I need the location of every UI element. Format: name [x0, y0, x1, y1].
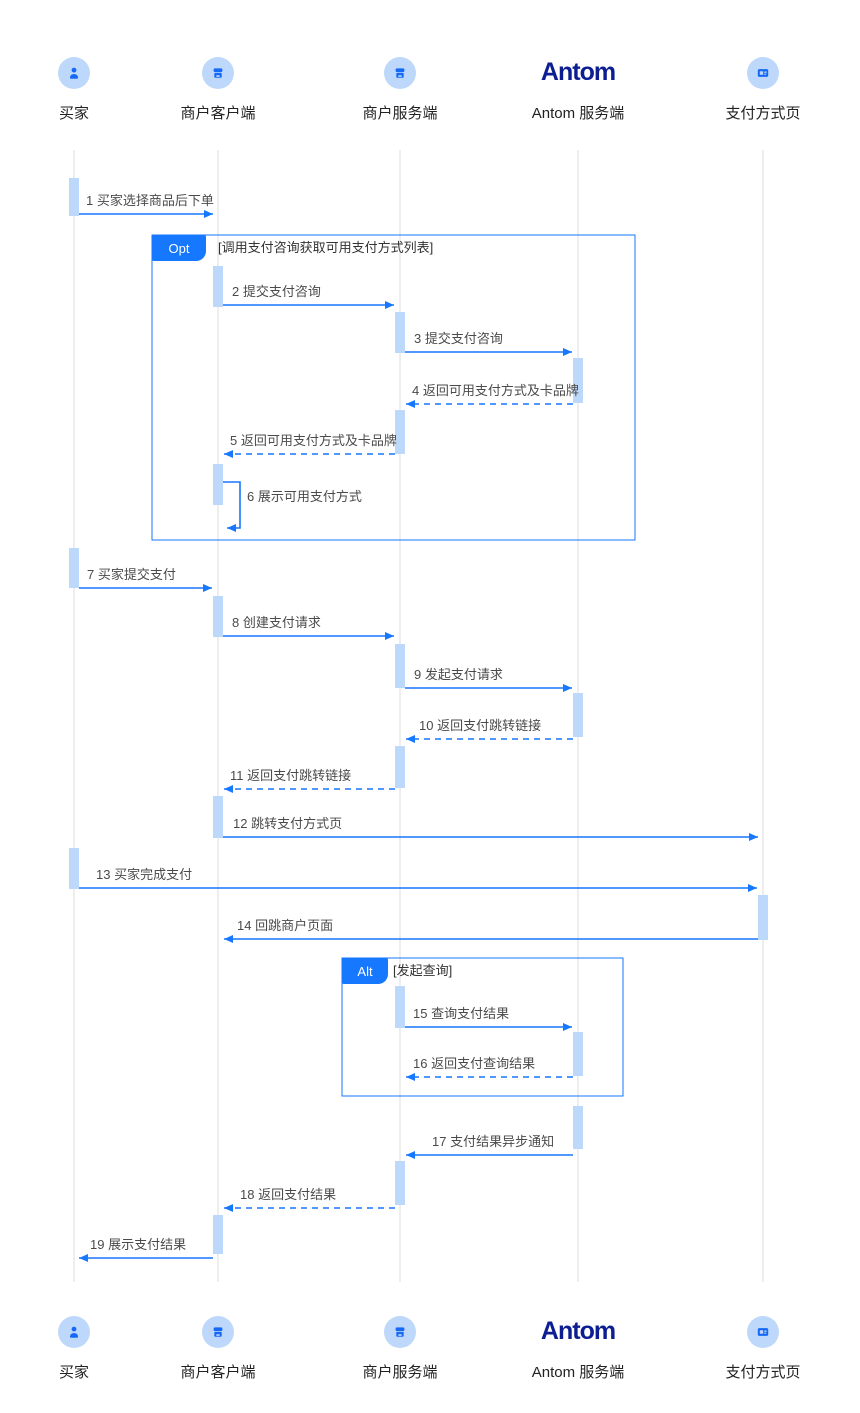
actor-top-payment-page: 支付方式页	[693, 57, 833, 123]
message-label-17: 17 支付结果异步通知	[432, 1134, 555, 1149]
activation-bar	[69, 548, 79, 588]
card-icon	[747, 1316, 779, 1348]
message-label-15: 15 查询支付结果	[413, 1006, 510, 1021]
activation-bar	[213, 796, 223, 838]
message-label-3: 3 提交支付咨询	[414, 331, 503, 346]
activation-bar	[573, 1032, 583, 1076]
activation-bar	[69, 848, 79, 889]
message-label-11: 11 返回支付跳转链接	[230, 768, 352, 783]
activation-bar	[395, 986, 405, 1028]
actor-top-antom-server: Antom Antom 服务端	[508, 57, 648, 123]
activation-bar	[573, 358, 583, 403]
actor-label: 商户服务端	[362, 1364, 438, 1381]
message-label-14: 14 回跳商户页面	[237, 918, 334, 933]
message-label-4: 4 返回可用支付方式及卡品牌	[412, 383, 579, 398]
actor-label: 支付方式页	[725, 105, 801, 122]
actor-top-buyer: 买家	[4, 57, 144, 123]
activation-bar	[573, 693, 583, 737]
activation-bar	[395, 312, 405, 353]
activation-bar	[395, 410, 405, 454]
message-label-9: 9 发起支付请求	[414, 667, 503, 682]
activation-bars	[69, 178, 768, 1254]
store-icon	[384, 57, 416, 89]
activation-bar	[395, 644, 405, 688]
opt-frame-border	[151, 234, 636, 541]
message-label-7: 7 买家提交支付	[87, 567, 176, 582]
activation-bar	[213, 464, 223, 505]
message-label-1: 1 买家选择商品后下单	[86, 193, 214, 208]
user-icon	[58, 1316, 90, 1348]
antom-logo: Antom	[540, 58, 616, 86]
message-label-8: 8 创建支付请求	[232, 615, 321, 630]
message-label-5: 5 返回可用支付方式及卡品牌	[230, 433, 397, 448]
alt-frame-border	[341, 957, 624, 1097]
message-label-19: 19 展示支付结果	[90, 1237, 187, 1252]
actor-top-merchant-client: 商户客户端	[148, 57, 288, 123]
lifelines	[73, 150, 764, 1282]
actor-bottom-buyer: 买家	[4, 1316, 144, 1382]
actor-label: 商户服务端	[362, 105, 438, 122]
self-message-arrow-6	[223, 481, 241, 532]
actor-bottom-merchant-client: 商户客户端	[148, 1316, 288, 1382]
activation-bar	[395, 746, 405, 788]
activation-bar	[69, 178, 79, 216]
message-label-16: 16 返回支付查询结果	[413, 1056, 536, 1071]
store-icon	[202, 57, 234, 89]
message-label-6: 6 展示可用支付方式	[247, 489, 362, 504]
actor-label: 支付方式页	[725, 1364, 801, 1381]
activation-bar	[758, 895, 768, 940]
actor-top-merchant-server: 商户服务端	[330, 57, 470, 123]
actor-label: 商户客户端	[180, 1364, 256, 1381]
actor-label: Antom 服务端	[531, 105, 625, 122]
activation-bar	[573, 1106, 583, 1149]
actor-bottom-payment-page: 支付方式页	[693, 1316, 833, 1382]
message-label-12: 12 跳转支付方式页	[233, 816, 343, 831]
actor-label: 商户客户端	[180, 105, 256, 122]
activation-bar	[395, 1161, 405, 1205]
message-label-10: 10 返回支付跳转链接	[419, 718, 542, 733]
message-arrows	[79, 210, 758, 1262]
actor-label: Antom 服务端	[531, 1364, 625, 1381]
opt-frame-badge: Opt	[152, 235, 206, 261]
store-icon	[202, 1316, 234, 1348]
message-label-13: 13 买家完成支付	[96, 867, 193, 882]
opt-frame-condition: [调用支付咨询获取可用支付方式列表]	[218, 240, 434, 255]
actor-bottom-antom-server: Antom Antom 服务端	[508, 1316, 648, 1382]
activation-bar	[213, 266, 223, 307]
antom-logo: Antom	[540, 1317, 616, 1345]
actor-bottom-merchant-server: 商户服务端	[330, 1316, 470, 1382]
activation-bar	[213, 596, 223, 637]
card-icon	[747, 57, 779, 89]
alt-frame-badge: Alt	[342, 958, 388, 984]
actor-label: 买家	[58, 1364, 89, 1381]
activation-bar	[213, 1215, 223, 1254]
message-label-18: 18 返回支付结果	[240, 1187, 337, 1202]
alt-frame-condition: [发起查询]	[393, 963, 453, 978]
actor-label: 买家	[58, 105, 89, 122]
store-icon	[384, 1316, 416, 1348]
message-label-2: 2 提交支付咨询	[232, 284, 321, 299]
user-icon	[58, 57, 90, 89]
